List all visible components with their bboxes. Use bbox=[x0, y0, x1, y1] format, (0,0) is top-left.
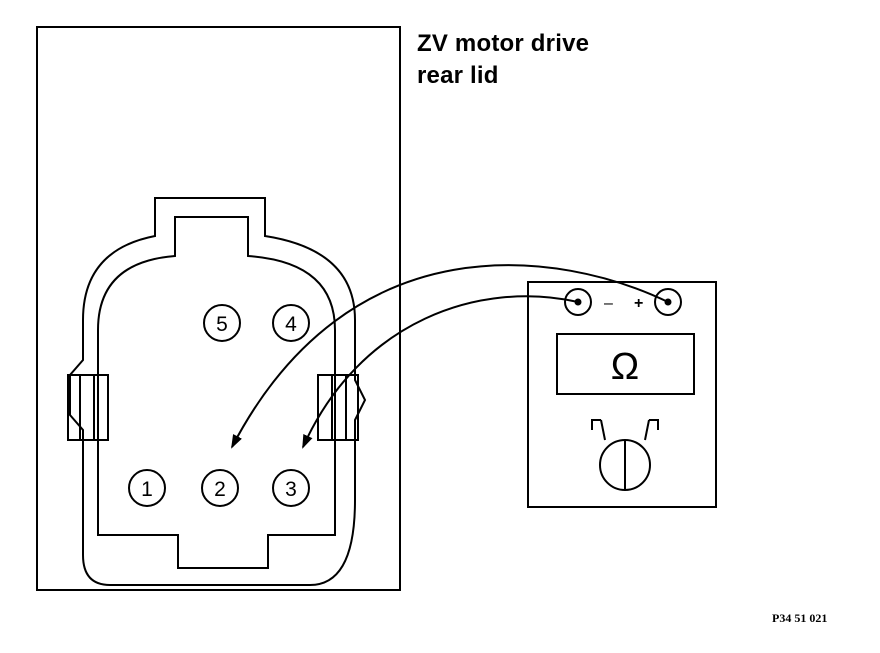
connector-inner-outline bbox=[97, 216, 336, 569]
connector-pins: 5 4 1 2 3 bbox=[128, 304, 310, 507]
lead-to-pin-3 bbox=[302, 295, 579, 449]
pin-2: 2 bbox=[201, 469, 239, 507]
motor-housing bbox=[36, 26, 401, 591]
diagram-title-line-1: ZV motor drive bbox=[417, 30, 590, 57]
pin-3: 3 bbox=[272, 469, 310, 507]
figure-reference-code: P34 51 021 bbox=[772, 611, 828, 625]
left-locking-tab bbox=[67, 374, 109, 441]
ohmmeter-display bbox=[556, 333, 695, 395]
right-locking-tab bbox=[317, 374, 359, 441]
minus-label: – bbox=[604, 295, 613, 312]
pin-1-label: 1 bbox=[141, 478, 153, 501]
pin-1: 1 bbox=[128, 469, 166, 507]
housing-outline bbox=[36, 26, 401, 591]
connector-outer-outline bbox=[69, 197, 367, 586]
pin-2-label: 2 bbox=[214, 478, 226, 501]
lead-to-pin-2 bbox=[231, 264, 669, 449]
pin-3-label: 3 bbox=[285, 478, 297, 501]
plus-label: + bbox=[634, 295, 643, 312]
pin-5-label: 5 bbox=[216, 313, 228, 336]
diagram-title-line-2: rear lid bbox=[417, 62, 499, 89]
connector-body bbox=[69, 197, 367, 586]
test-leads bbox=[231, 264, 669, 449]
ohm-symbol: Ω bbox=[611, 346, 639, 388]
ohmmeter: – + Ω bbox=[527, 281, 717, 508]
pin-4: 4 bbox=[272, 304, 310, 342]
pin-5: 5 bbox=[203, 304, 241, 342]
selector-dial bbox=[591, 419, 659, 491]
pin-4-label: 4 bbox=[285, 313, 297, 336]
